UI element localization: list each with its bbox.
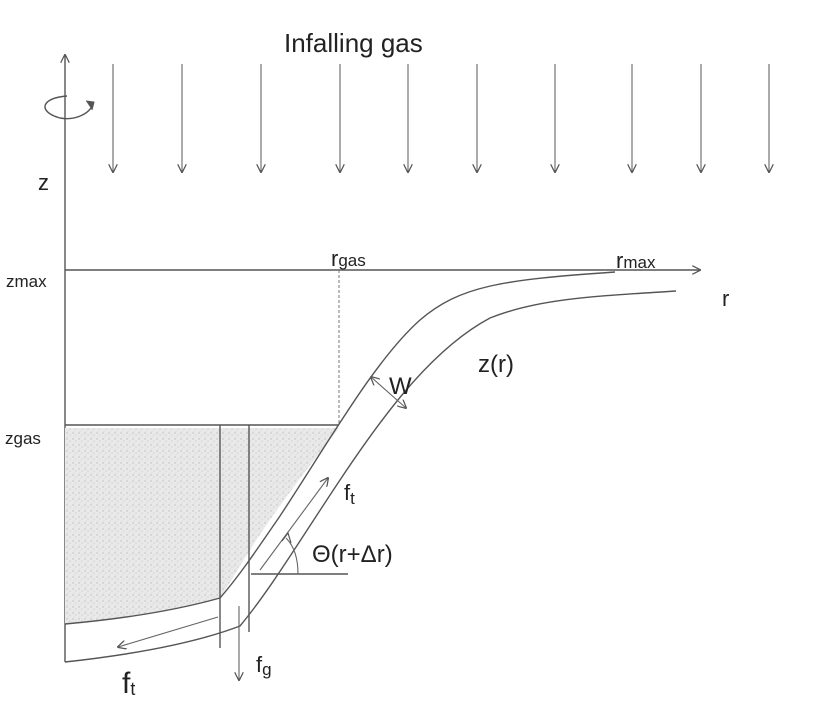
z-axis-label: z — [38, 170, 49, 195]
r-axis-label: r — [722, 286, 729, 311]
gas-region — [65, 428, 339, 624]
ft-lower-arrow — [118, 616, 219, 647]
rmax-label: rmax — [616, 248, 656, 273]
infalling-gas-arrows — [113, 64, 769, 172]
fg-label: fg — [256, 652, 272, 679]
ft-lower-sub: t — [130, 679, 135, 699]
zgas-label: zgas — [5, 429, 41, 448]
ft-upper-arrow — [259, 478, 328, 571]
angle-arc — [285, 537, 299, 575]
width-arrow — [371, 377, 406, 408]
ft-upper-label: ft — [344, 480, 355, 508]
angle-label: Θ(r+Δr) — [312, 541, 393, 568]
curve-label: z(r) — [478, 351, 514, 378]
rgas-label: rgas — [331, 246, 366, 271]
funnel-inner-curve — [64, 271, 616, 625]
ft-lower-label: ft — [122, 667, 135, 700]
fg-sub: g — [262, 660, 271, 679]
width-label: W — [389, 373, 412, 400]
rmax-sub: max — [623, 253, 656, 272]
funnel-outer-curve — [64, 290, 677, 663]
ft-upper-sub: t — [350, 489, 355, 508]
rgas-sub: gas — [338, 251, 365, 270]
rotation-arrow-icon — [44, 95, 95, 120]
ft-upper-main: f — [344, 480, 351, 505]
zmax-label: zmax — [6, 272, 47, 291]
ft-lower-main: f — [122, 667, 131, 700]
rmax-main: r — [616, 248, 623, 273]
rgas-main: r — [331, 246, 338, 271]
title-label: Infalling gas — [284, 28, 423, 58]
fg-main: f — [256, 652, 263, 677]
